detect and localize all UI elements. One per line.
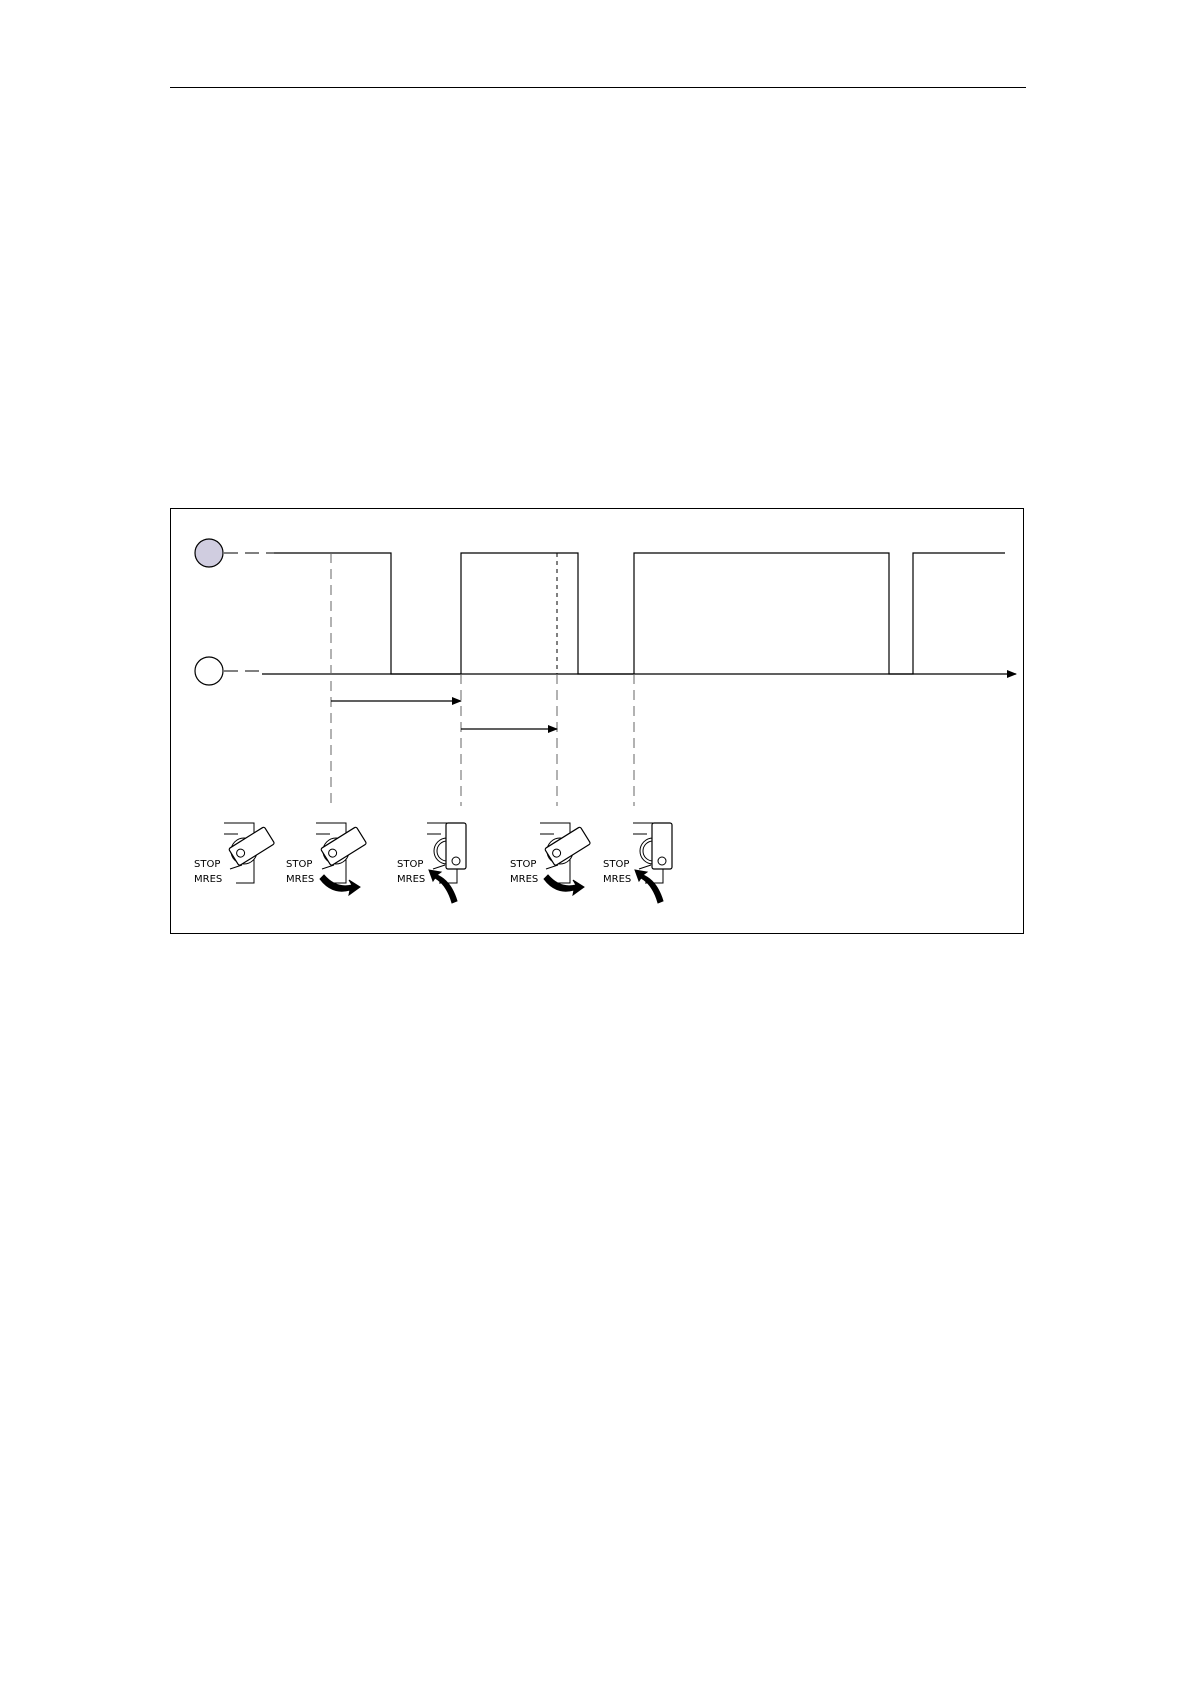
key-switch-icon: STOP MRES [194,823,275,885]
key-switch-icon: STOP MRES [510,823,591,895]
switch-label-mres: MRES [510,874,538,885]
switch-label-stop: STOP [397,859,423,870]
turn-arrow-icon [635,870,663,903]
key-switch-row: STOP MRES STOP MRES STOP MRES STOP MRES STOP MRES [194,823,672,903]
led-off-icon [195,657,223,685]
switch-label-stop: STOP [194,859,220,870]
switch-label-mres: MRES [397,874,425,885]
turn-arrow-icon [320,875,360,895]
switch-label-mres: MRES [194,874,222,885]
key-switch-icon: STOP MRES [397,823,466,903]
led-waveform [274,553,1005,674]
turn-arrow-icon [544,875,584,895]
key-switch-icon: STOP MRES [603,823,672,903]
key-switch-icon: STOP MRES [286,823,367,895]
led-on-icon [195,539,223,567]
switch-label-mres: MRES [286,874,314,885]
switch-label-stop: STOP [510,859,536,870]
switch-label-stop: STOP [603,859,629,870]
switch-label-mres: MRES [603,874,631,885]
switch-label-stop: STOP [286,859,312,870]
turn-arrow-icon [429,870,457,903]
